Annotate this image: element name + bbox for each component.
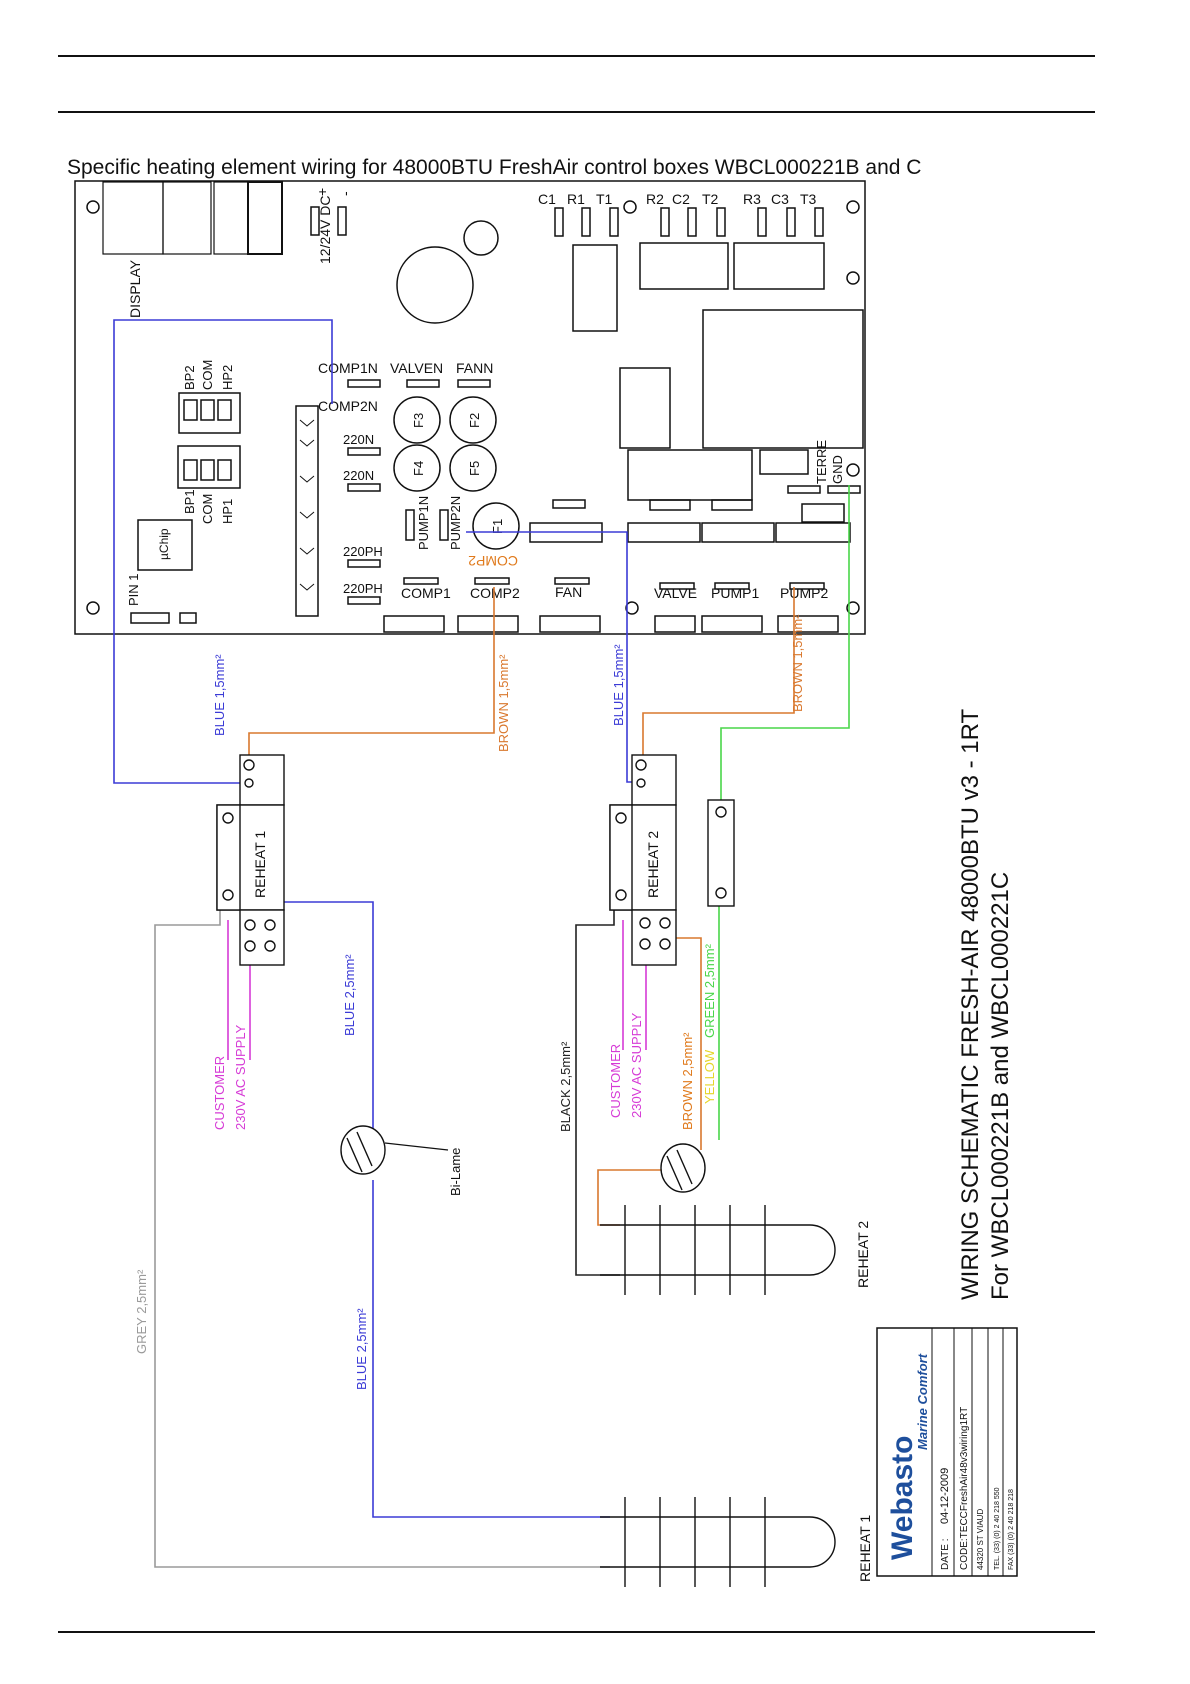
pressure-com-1: COM	[200, 494, 215, 524]
control-board	[74, 180, 866, 635]
contact-t1: T1	[596, 191, 613, 207]
fuse-f3: F3	[411, 413, 426, 428]
terminal-valve: VALVE	[654, 585, 697, 601]
label-brown-15-a: BROWN 1,5mm²	[496, 654, 511, 752]
fuse-f5: F5	[467, 461, 482, 476]
label-yellow: YELLOW	[702, 1049, 717, 1104]
contact-t2: T2	[702, 191, 719, 207]
uchip-label: µChip	[157, 528, 171, 560]
stamp-date-label: DATE :	[940, 1539, 951, 1570]
wire-brown-25-element	[597, 1169, 670, 1226]
contact-r3: R3	[743, 191, 761, 207]
pressure-hp2: HP2	[220, 365, 235, 390]
label-blue-25-a: BLUE 2,5mm²	[342, 954, 357, 1036]
plus-label: +	[314, 188, 330, 196]
terre-label: TERRE	[814, 440, 829, 484]
label-blue-25-b: BLUE 2,5mm²	[354, 1308, 369, 1390]
terminal-220n-2: 220N	[343, 468, 374, 483]
heating-element-2	[600, 1205, 836, 1295]
label-green-25: GREEN 2,5mm²	[702, 943, 717, 1038]
label-blue-15-b: BLUE 1,5mm²	[611, 644, 626, 726]
pressure-bp2: BP2	[182, 365, 197, 390]
supply-2: 230V AC SUPPLY	[629, 1012, 644, 1118]
terminal-220n-1: 220N	[343, 432, 374, 447]
terminal-220ph-2: 220PH	[343, 581, 383, 596]
fuse-f2: F2	[467, 413, 482, 428]
stamp-code: CODE:TECCFreshAir48v3wiring1RT	[959, 1407, 970, 1570]
reheat-2-relay	[609, 754, 677, 966]
wire-green-gnd	[720, 485, 850, 800]
gnd-label: GND	[830, 455, 845, 484]
terminal-valven: VALVEN	[390, 360, 443, 376]
label-black-25: BLACK 2,5mm²	[558, 1041, 573, 1132]
wire-black	[575, 905, 620, 1276]
label-brown-25: BROWN 2,5mm²	[680, 1032, 695, 1130]
board-outline	[74, 180, 866, 635]
contact-c2: C2	[672, 191, 690, 207]
reheat1-relay-label: REHEAT 1	[252, 831, 268, 898]
reheat1-element-label: REHEAT 1	[857, 1515, 873, 1582]
comp2-mirrored-label: COMP2	[468, 553, 518, 569]
heating-element-1	[600, 1497, 836, 1587]
minus-label: -	[337, 191, 353, 196]
schematic-title-line2: For WBCL000221B and WBCL000221C	[987, 872, 1014, 1300]
customer-1: CUSTOMER	[212, 1056, 227, 1130]
customer-2: CUSTOMER	[608, 1044, 623, 1118]
terminal-pump1: PUMP1	[711, 585, 759, 601]
bottom-rule	[58, 1631, 1095, 1633]
supply-1: 230V AC SUPPLY	[233, 1024, 248, 1130]
wire-grey	[154, 905, 610, 1568]
terminal-comp2: COMP2	[470, 585, 520, 601]
dc-supply-label: 12/24V DC	[317, 196, 333, 264]
fuse-f1: F1	[490, 519, 505, 534]
bilame-pointer	[384, 1142, 449, 1151]
bilame-2	[660, 1143, 706, 1193]
reheat2-element-label: REHEAT 2	[855, 1221, 871, 1288]
contact-c1: C1	[538, 191, 556, 207]
wire-blue-25-b	[372, 1180, 610, 1518]
terminal-pump2: PUMP2	[780, 585, 828, 601]
page-heading: Specific heating element wiring for 4800…	[67, 156, 922, 179]
terminal-pump2n: PUMP2N	[448, 496, 463, 550]
terminal-strip-marks	[299, 419, 315, 591]
contact-r2: R2	[646, 191, 664, 207]
pressure-com-2: COM	[200, 360, 215, 390]
label-grey-25: GREY 2,5mm²	[134, 1269, 149, 1354]
terminal-comp1: COMP1	[401, 585, 451, 601]
pressure-bp1: BP1	[182, 489, 197, 514]
reheat2-relay-label: REHEAT 2	[645, 831, 661, 898]
contact-r1: R1	[567, 191, 585, 207]
wire-brown-comp2	[248, 587, 495, 760]
webasto-logo: Webasto	[886, 1436, 919, 1560]
terminal-fan: FAN	[555, 584, 582, 600]
pin1-label: PIN 1	[126, 573, 141, 606]
pressure-hp1: HP1	[220, 499, 235, 524]
terminal-comp1n: COMP1N	[318, 360, 378, 376]
stamp-tel: TEL. (33) (0) 2 40 218 550	[994, 1487, 1001, 1570]
contact-t3: T3	[800, 191, 817, 207]
ground-block	[707, 799, 735, 907]
display-label: DISPLAY	[127, 259, 143, 318]
stamp-date: 04-12-2009	[939, 1468, 951, 1524]
bilame-1	[340, 1125, 386, 1175]
stamp-address: 44320 ST VIAUD	[976, 1509, 985, 1570]
terminal-220ph-1: 220PH	[343, 544, 383, 559]
webasto-tagline: Marine Comfort	[915, 1353, 930, 1450]
terminal-fann: FANN	[456, 360, 493, 376]
company-stamp: Webasto Marine Comfort DATE : 04-12-2009…	[876, 1327, 1018, 1577]
top-rule-1	[58, 55, 1095, 57]
terminal-comp2n: COMP2N	[318, 398, 378, 414]
contact-c3: C3	[771, 191, 789, 207]
bilame-label: Bi-Lame	[448, 1148, 463, 1196]
stamp-fax: FAX (33) (0) 2 40 218 218	[1008, 1489, 1015, 1570]
terminal-pump1n: PUMP1N	[416, 496, 431, 550]
wire-brown-pump2	[642, 587, 795, 760]
schematic-title-line1: WIRING SCHEMATIC FRESH-AIR 48000BTU v3 -…	[957, 708, 984, 1300]
fuse-f4: F4	[411, 461, 426, 476]
top-rule-2	[58, 111, 1095, 113]
label-blue-15-a: BLUE 1,5mm²	[212, 654, 227, 736]
label-brown-15-b: BROWN 1,5mm²	[790, 614, 805, 712]
reheat-1-relay	[216, 754, 285, 966]
